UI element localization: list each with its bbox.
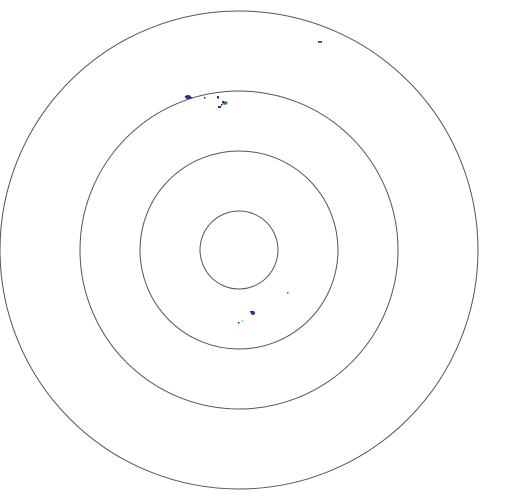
mark-lower-cluster-3	[241, 320, 244, 322]
ring-inner	[199, 210, 279, 290]
mark-upper-cluster-8	[218, 106, 221, 108]
mark-upper-cluster-2	[185, 96, 187, 98]
ring-second	[139, 150, 339, 350]
mark-upper-cluster-5	[217, 96, 219, 99]
mark-upper-cluster-3	[190, 97, 192, 99]
marks-group	[185, 41, 322, 324]
ring-third	[79, 90, 399, 410]
mark-upper-cluster-4	[204, 97, 206, 99]
mark-lower-cluster-4	[238, 322, 240, 324]
rings-group	[0, 10, 479, 490]
ring-outer	[0, 10, 479, 490]
mark-upper-cluster-9	[221, 104, 223, 106]
mark-lower-dot	[287, 292, 289, 294]
mark-lower-cluster-2	[250, 311, 252, 313]
mark-outlier-top-right	[318, 41, 322, 43]
mark-upper-cluster-7	[222, 101, 224, 103]
